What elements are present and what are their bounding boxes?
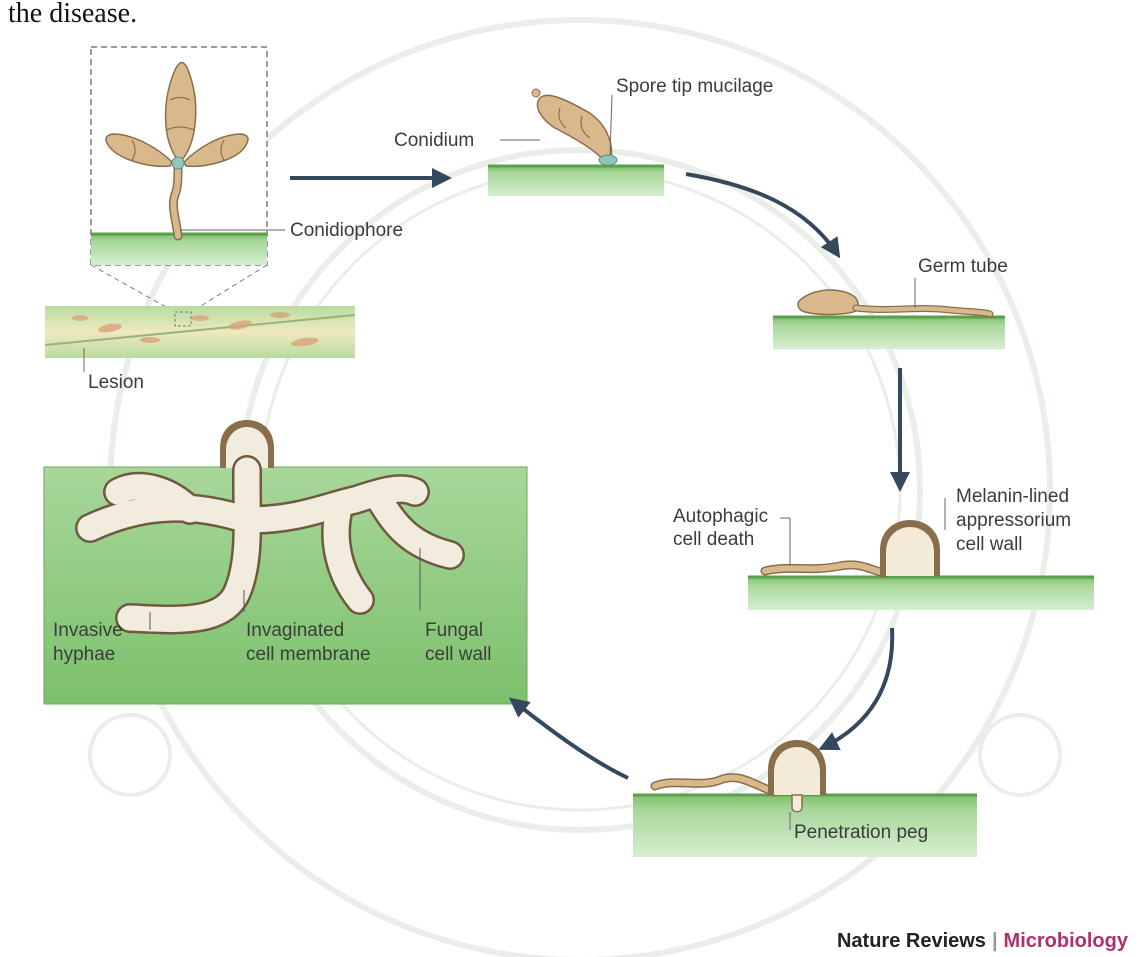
- label-fungal-2: cell wall: [425, 644, 492, 665]
- label-melanin-1: Melanin-lined: [956, 486, 1069, 507]
- label-invaginated-2: cell membrane: [246, 644, 371, 665]
- stage-conidiophore: [45, 47, 355, 372]
- label-invasive-2: hyphae: [53, 644, 115, 665]
- label-melanin-2: appressorium: [956, 510, 1071, 531]
- label-invasive-1: Invasive: [53, 620, 123, 641]
- credit-section: Microbiology: [1004, 930, 1129, 952]
- label-penetration-peg: Penetration peg: [794, 822, 928, 843]
- label-fungal-1: Fungal: [425, 620, 483, 641]
- stage-germ-tube: [773, 278, 1005, 349]
- label-autophagic-2: cell death: [673, 529, 754, 550]
- journal-credit: Nature Reviews | Microbiology: [837, 930, 1129, 952]
- label-conidium: Conidium: [394, 130, 474, 151]
- arrow-5: [512, 700, 628, 778]
- credit-separator: |: [992, 930, 998, 952]
- label-lesion: Lesion: [88, 372, 144, 393]
- label-germ-tube: Germ tube: [918, 256, 1008, 277]
- label-spore-tip-mucilage: Spore tip mucilage: [616, 76, 773, 97]
- credit-journal: Nature Reviews: [837, 930, 986, 952]
- label-autophagic-1: Autophagic: [673, 506, 768, 527]
- label-conidiophore: Conidiophore: [290, 220, 403, 241]
- label-melanin-3: cell wall: [956, 534, 1023, 555]
- label-invaginated-1: Invaginated: [246, 620, 344, 641]
- stage-conidium: [488, 89, 664, 196]
- caption-top: the disease.: [8, 0, 137, 29]
